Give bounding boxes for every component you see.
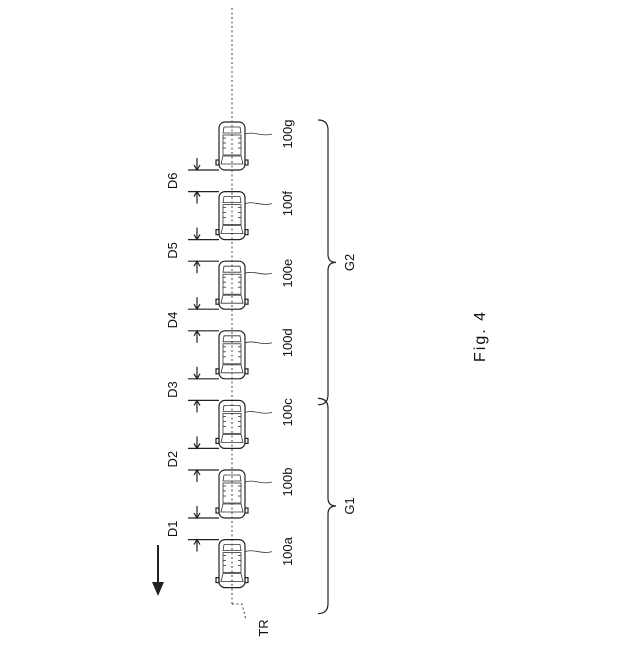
group-label: G2: [342, 254, 357, 271]
group-label: G1: [342, 497, 357, 514]
group-brace-G1: G1: [318, 398, 357, 613]
vehicle-label: 100d: [280, 328, 295, 357]
vehicle-100a: 100a: [216, 536, 295, 587]
direction-arrow-icon: [152, 545, 164, 596]
vehicle-label: 100e: [280, 259, 295, 288]
vehicle-100b: 100b: [216, 468, 295, 518]
vehicle-label: 100g: [280, 120, 295, 149]
gap-label: D3: [165, 381, 180, 398]
vehicle-100d: 100d: [216, 328, 295, 378]
track-label: TR: [256, 619, 271, 636]
vehicle-label: 100c: [280, 398, 295, 427]
vehicle-label: 100b: [280, 468, 295, 497]
vehicle-label: 100f: [280, 191, 295, 217]
gap-D3: D3: [165, 367, 219, 413]
vehicle-label: 100a: [280, 536, 295, 566]
track-label-leader: [232, 604, 246, 620]
group-brace-G2: G2: [318, 120, 357, 405]
gap-D2: D2: [165, 436, 219, 482]
vehicle-100f: 100f: [216, 191, 295, 240]
gap-D4: D4: [165, 297, 219, 343]
vehicle-100e: 100e: [216, 259, 295, 309]
figure-label: Fig. 4: [472, 310, 489, 362]
gap-label: D6: [165, 172, 180, 189]
gap-D5: D5: [165, 228, 219, 274]
vehicle-100g: 100g: [216, 120, 295, 170]
gap-label: D2: [165, 451, 180, 468]
gap-label: D1: [165, 520, 180, 537]
gap-D1: D1: [165, 506, 219, 552]
gap-label: D5: [165, 242, 180, 259]
gap-label: D4: [165, 312, 180, 329]
vehicle-100c: 100c: [216, 398, 295, 449]
gap-D6: D6: [165, 158, 219, 204]
